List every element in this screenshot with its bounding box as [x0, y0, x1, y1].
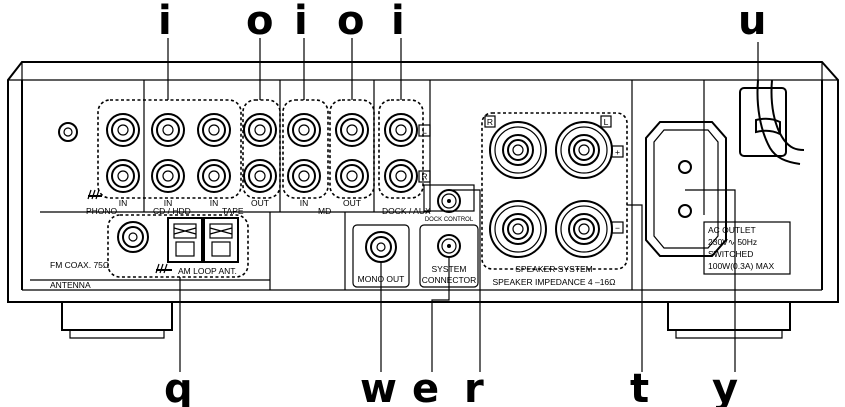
- speaker-terminals: [489, 121, 613, 258]
- ac-outlet: [645, 121, 791, 275]
- label-in-1: IN: [119, 198, 128, 208]
- section-dividers: [30, 80, 705, 290]
- label-plus: +: [615, 147, 620, 157]
- dock-control-jack: [423, 184, 475, 213]
- label-speaker-l: L: [604, 117, 609, 127]
- label-ac-voltage: 230V∿ 50Hz: [708, 237, 757, 247]
- label-mono-out: MONO OUT: [358, 274, 405, 284]
- rca-jack-phono-top: [106, 113, 140, 147]
- rca-jack-tape-in-top: [197, 113, 231, 147]
- rca-jack-phono-bottom: [106, 159, 140, 193]
- cabinet: [7, 61, 839, 339]
- rca-jack-tape-out-top: [243, 113, 277, 147]
- input-group-md: [282, 99, 329, 199]
- rca-jack-tape-in-bottom: [197, 159, 231, 193]
- callout-t: t: [630, 366, 649, 407]
- speaker-polarity-marks: [484, 115, 624, 234]
- rca-jack-dock-aux-bottom: [384, 159, 418, 193]
- callout-e: e: [412, 366, 439, 407]
- callout-r: r: [464, 366, 484, 407]
- output-group-tape: [242, 99, 281, 199]
- rca-jack-tape-out-bottom: [243, 159, 277, 193]
- callout-u: u: [738, 0, 766, 44]
- label-tape: TAPE: [222, 206, 244, 216]
- speaker-post-r-minus: [489, 200, 547, 258]
- rca-jack-md-out-bottom: [335, 159, 369, 193]
- label-antenna: ANTENNA: [50, 280, 91, 290]
- label-connector: CONNECTOR: [422, 275, 477, 285]
- rca-jack-md-out-top: [335, 113, 369, 147]
- label-out-1: OUT: [251, 198, 269, 208]
- callout-i-2: i: [294, 0, 308, 44]
- callout-letters: i o i o i u q w e r t y: [158, 0, 766, 407]
- phono-ground-terminal: [58, 122, 78, 142]
- am-loop-terminals: [155, 217, 239, 274]
- label-md: MD: [318, 206, 331, 216]
- label-in-2: IN: [164, 198, 173, 208]
- callout-o-1: o: [246, 0, 273, 44]
- callout-o-2: o: [337, 0, 364, 44]
- label-in-4: IN: [300, 198, 309, 208]
- speaker-post-l-minus: [555, 200, 613, 258]
- panel-labels: PHONO CD / HDD TAPE MD DOCK / AUX IN IN …: [50, 117, 774, 290]
- callout-i-3: i: [391, 0, 405, 44]
- label-system: SYSTEM: [432, 264, 467, 274]
- label-ac-outlet: AC OUTLET: [708, 225, 756, 235]
- label-cd-hdd: CD / HDD: [153, 206, 191, 216]
- label-speaker-r: R: [487, 117, 493, 127]
- ground-symbol-phono: [87, 189, 102, 200]
- rca-jack-md-in-bottom: [287, 159, 321, 193]
- fm-coax-jack: [117, 221, 149, 253]
- label-speaker-system: SPEAKER SYSTEM: [515, 264, 592, 274]
- callout-w: w: [360, 366, 397, 407]
- label-dock-aux: DOCK / AUX: [382, 206, 431, 216]
- speaker-group: [481, 112, 628, 270]
- label-side-l: L: [422, 126, 427, 136]
- antenna-group: [107, 214, 249, 278]
- label-fm-coax: FM COAX. 75Ω: [50, 260, 109, 270]
- rca-jacks: [106, 113, 418, 193]
- power-cord: [739, 79, 805, 165]
- label-out-2: OUT: [343, 198, 361, 208]
- label-in-3: IN: [210, 198, 219, 208]
- rca-jack-cd-hdd-top: [151, 113, 185, 147]
- label-max: 100W(0.3A) MAX: [708, 261, 774, 271]
- label-speaker-impedance: SPEAKER IMPEDANCE 4 –16Ω: [492, 277, 615, 287]
- label-switched: SWITCHED: [708, 249, 753, 259]
- callout-i-1: i: [158, 0, 172, 44]
- speaker-post-r-plus: [489, 121, 547, 179]
- rca-jack-md-in-top: [287, 113, 321, 147]
- label-side-r: R: [421, 172, 427, 182]
- rca-jack-dock-aux-top: [384, 113, 418, 147]
- label-phono: PHONO: [86, 206, 118, 216]
- label-minus: −: [615, 223, 620, 233]
- speaker-post-l-plus: [555, 121, 613, 179]
- callout-y: y: [712, 366, 738, 407]
- callout-q: q: [164, 366, 193, 407]
- label-dock-control: DOCK CONTROL: [425, 217, 474, 223]
- leader-lines: [167, 38, 759, 372]
- rca-jack-cd-hdd-bottom: [151, 159, 185, 193]
- group-boxes: [97, 99, 628, 278]
- label-am-loop: AM LOOP ANT.: [178, 266, 237, 276]
